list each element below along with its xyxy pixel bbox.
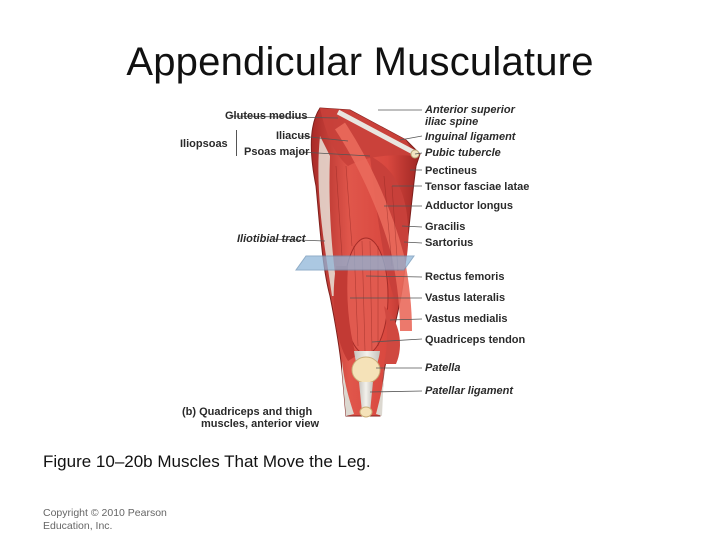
label-pubic-tubercle: Pubic tubercle [425, 147, 501, 159]
label-quadriceps-tendon: Quadriceps tendon [425, 334, 526, 346]
label-gracilis: Gracilis [425, 221, 466, 233]
label-patella: Patella [425, 362, 461, 374]
thigh-muscle-illustration [229, 107, 423, 418]
label-iliacus: Iliacus [276, 130, 311, 142]
copyright-notice: Copyright © 2010 Pearson Education, Inc. [43, 507, 167, 532]
label-patellar-ligament: Patellar ligament [425, 385, 514, 397]
anatomy-figure: Gluteus medius Iliopsoas Iliacus Psoas m… [170, 96, 550, 436]
label-vastus-medialis: Vastus medialis [425, 313, 508, 325]
label-gluteus-medius: Gluteus medius [225, 110, 308, 122]
label-pectineus: Pectineus [425, 165, 477, 177]
label-tensor-fasciae-latae: Tensor fasciae latae [425, 181, 530, 193]
panel-label-line1: (b) Quadriceps and thigh [182, 406, 313, 418]
label-iliopsoas: Iliopsoas [180, 138, 228, 150]
label-adductor-longus: Adductor longus [425, 200, 513, 212]
label-inguinal-ligament: Inguinal ligament [425, 131, 516, 143]
panel-label-line2: muscles, anterior view [201, 418, 319, 430]
label-psoas-major: Psoas major [244, 146, 310, 158]
label-vastus-lateralis: Vastus lateralis [425, 292, 506, 304]
label-sartorius: Sartorius [425, 237, 474, 249]
figure-panel-label: (b) Quadriceps and thigh muscles, anteri… [182, 406, 319, 430]
label-rectus-femoris: Rectus femoris [425, 271, 505, 283]
label-anterior-superior: Anterior superior [425, 104, 515, 116]
label-iliac-spine: iliac spine [425, 116, 479, 128]
slide-title: Appendicular Musculature [126, 40, 594, 84]
iliopsoas-bracket [236, 130, 237, 156]
figure-caption: Figure 10–20b Muscles That Move the Leg. [43, 452, 371, 471]
label-iliotibial-tract: Iliotibial tract [237, 233, 306, 245]
